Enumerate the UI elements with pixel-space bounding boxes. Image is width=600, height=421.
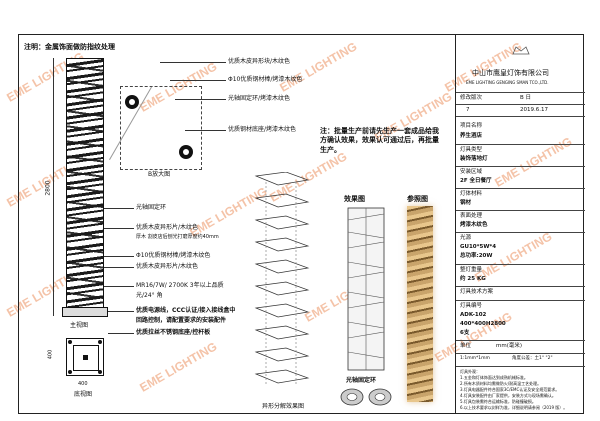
remark-line: 6.以上技术要求以封样为准，详细说明请参阅（2019 版）。 xyxy=(460,405,568,410)
company-name-cn: 中山市鹰皇灯饰有限公司 xyxy=(472,69,549,77)
ring-icons xyxy=(340,388,392,406)
model-value: ADK-102 xyxy=(460,312,487,318)
callout-stainless-base: 优质拉丝不锈钢底座/控杆板 xyxy=(136,329,211,336)
finish-label: 表面处理 xyxy=(460,213,483,219)
rev-number: 7 xyxy=(466,107,470,113)
reference-photo xyxy=(407,206,433,402)
material-value: 钢材 xyxy=(460,200,472,206)
effect-view xyxy=(344,206,388,374)
width-dimension: 400 xyxy=(78,381,88,387)
weight-value: 约 25 KG xyxy=(460,276,486,282)
rev-label: 修改版次 xyxy=(460,95,483,101)
remark-line: 3.灯具电器配件符合国家3C/EMC认证及安全规范要求。 xyxy=(460,387,560,392)
light-ring-label: 光轴固定环 xyxy=(346,377,377,384)
company-name-en: EME LIGHTING GENGING SMAN TCO.,LTD. xyxy=(466,80,549,85)
callout-power-cable: 优质电源线，CCC认证/接入接线盒中 xyxy=(136,307,236,314)
project-label: 项目名称 xyxy=(460,123,483,129)
callout-axis-ring: 光轴固定环 xyxy=(136,204,167,211)
finish-value: 烤漆木纹色 xyxy=(460,222,488,228)
batch-note: 注：批量生产前请先生产一套成品给我方确认效果，效果认可通过后，再批量生产。 xyxy=(320,127,439,154)
remark-line: 1.五金和灯体饰面达到成熟机械标准。 xyxy=(460,375,528,380)
main-view-lamp xyxy=(66,58,104,308)
unit-label: 单位 xyxy=(460,343,472,349)
material-label: 灯体材料 xyxy=(460,191,483,197)
callout-fixing-ring: 光轴固定环/烤漆木纹色 xyxy=(228,95,291,102)
quantity-value: 6支 xyxy=(460,330,470,336)
tolerance-value: 角度公差：土1° "2" xyxy=(512,356,553,361)
exploded-frames xyxy=(254,171,310,384)
scale-value: 1:1mm*1mm xyxy=(460,356,490,361)
lamp-base xyxy=(62,307,108,317)
detail-b-label: B放大图 xyxy=(148,171,171,178)
callout-circuit: 回路控制，请配置要求的安装配件 xyxy=(136,317,227,324)
drawing-sheet xyxy=(18,34,584,414)
height-dimension: 2800 xyxy=(44,180,52,196)
exploded-view xyxy=(246,171,316,400)
effect-column xyxy=(347,207,385,371)
model-label: 灯具编号 xyxy=(460,303,483,309)
source-label: 光源 xyxy=(460,235,472,241)
callout-wood-sheet-2: 优质木皮异形片/木纹色 xyxy=(136,263,199,270)
top-note: 注明：金属饰面做防指纹处理 xyxy=(24,43,115,51)
detail-b-box xyxy=(109,86,202,170)
title-block: 中山市鹰皇灯饰有限公司 EME LIGHTING GENGING SMAN TC… xyxy=(455,34,585,414)
company-logo-icon xyxy=(512,40,530,55)
callout-light-angle: 光/24° 角 xyxy=(136,292,163,299)
remark-line: 2.所有木质材料均需做防火/耐高温工艺处理。 xyxy=(460,381,542,386)
callout-rod: Φ10优质钢材棒/烤漆木纹色 xyxy=(136,252,211,259)
bottom-view-label: 底视图 xyxy=(74,391,93,398)
tech-plan-label: 灯具技术方案 xyxy=(460,289,494,295)
light-rings xyxy=(338,386,398,408)
exploded-label: 异形分解效果图 xyxy=(262,403,305,410)
callout-steel-base: 优质钢材底座/烤漆木纹色 xyxy=(228,126,297,133)
type-value: 装饰落地灯 xyxy=(460,156,488,162)
callout-wood-sheet-detail: 厚木 割皮店后刨光打磨厚度约40mm xyxy=(136,234,219,240)
callout-wood-sheet: 优质木皮异形片/木纹色 xyxy=(136,224,199,231)
revision-date: 2019.6.17 xyxy=(520,107,548,113)
main-view-label: 主视图 xyxy=(70,322,89,329)
callout-light-source: MR16/7W/ 2700K 3年以上品质 xyxy=(136,282,224,289)
location-label: 安装区域 xyxy=(460,169,483,175)
callout-steel-rod: Φ10优质钢材棒/烤漆木纹色 xyxy=(228,76,303,83)
effect-label: 效果图 xyxy=(344,195,365,203)
type-label: 灯具类型 xyxy=(460,147,483,153)
remark-line: 灯具外观： xyxy=(460,369,480,374)
location-value: 2F 全日餐厅 xyxy=(460,178,492,184)
size-value: 400*400H2800 xyxy=(460,321,506,327)
remark-line: 5.灯具包装需符合运输标准，防碰撞破损。 xyxy=(460,399,536,404)
bottom-view xyxy=(66,338,104,376)
callout-wood-block: 优质木皮异形块/木纹色 xyxy=(228,58,291,65)
unit-value: mm(毫米) xyxy=(496,343,523,349)
side-dimension: 400 xyxy=(47,349,54,360)
source-value: GU10*5W*4 xyxy=(460,244,497,250)
reference-label: 参照图 xyxy=(407,195,428,203)
height-dimension-line xyxy=(53,58,54,316)
power-value: 总功率:20W xyxy=(460,253,493,259)
project-value: 养生酒店 xyxy=(460,133,483,139)
date-label: B 日 xyxy=(520,95,532,101)
remark-line: 4.灯具安装配件由厂家提供，安装方式与现场需确认。 xyxy=(460,393,556,398)
weight-label: 整灯重量 xyxy=(460,267,483,273)
